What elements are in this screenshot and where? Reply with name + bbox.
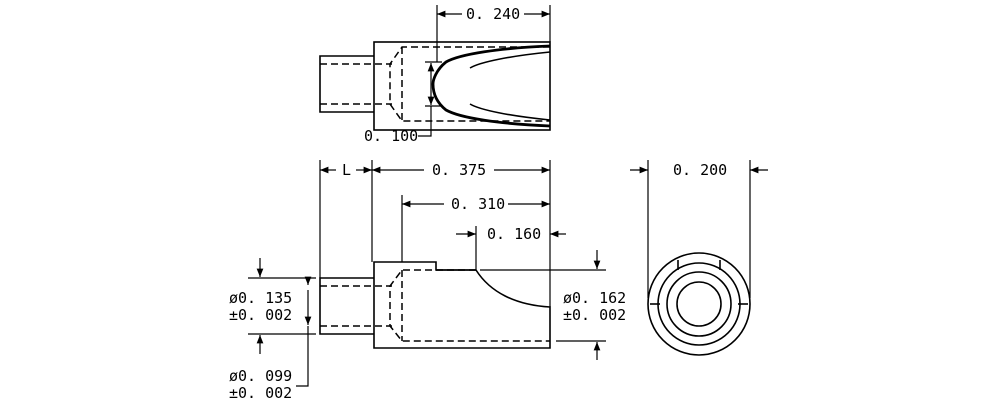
top-view-cup-curve-bottom — [431, 83, 551, 128]
front-dim-135-label-line2: ±0. 002 — [229, 306, 292, 324]
top-dim-100-leader-down — [418, 106, 432, 137]
top-view-cup-inner-curve-top — [469, 51, 551, 69]
front-dim-l-label: L — [342, 161, 351, 179]
top-view-cup-curve-top — [431, 44, 551, 85]
top-view-hidden-chamfer — [389, 46, 550, 122]
front-dim-099-label-line2: ±0. 002 — [229, 384, 292, 400]
top-view-cup-inner-curve-bottom — [469, 103, 551, 121]
front-dim-099-label-line1: ø0. 099 — [229, 367, 292, 385]
end-view-outer-circle — [647, 252, 751, 356]
end-dim-200-label: 0. 200 — [673, 161, 727, 179]
top-dim-240-label: 0. 240 — [466, 5, 520, 23]
end-view-inner-circle-1 — [657, 262, 741, 346]
end-view: 0. 200 — [630, 160, 768, 356]
front-dim-099-leader — [296, 326, 309, 387]
front-view-pin-outline — [319, 277, 374, 335]
front-view-body — [373, 261, 551, 349]
end-view-inner-circle-2 — [666, 271, 732, 337]
front-dim-160-label: 0. 160 — [487, 225, 541, 243]
front-dim-162-label-line2: ±0. 002 — [563, 306, 626, 324]
top-view-pin-outline — [319, 55, 374, 113]
front-dim-375-label: 0. 375 — [432, 161, 486, 179]
top-view-body — [373, 41, 551, 131]
front-view-hidden-bore — [389, 269, 550, 342]
front-dim-162-label-line1: ø0. 162 — [563, 289, 626, 307]
top-dim-100-label: 0. 100 — [364, 127, 418, 145]
front-view: L 0. 375 0. 310 0. 160 ø0. 135 ±0. 002 ø… — [229, 160, 626, 400]
top-view: 0. 240 0. 100 — [319, 5, 551, 145]
front-dim-135-label-line1: ø0. 135 — [229, 289, 292, 307]
front-dim-310-label: 0. 310 — [451, 195, 505, 213]
end-view-bore-circle — [676, 281, 722, 327]
